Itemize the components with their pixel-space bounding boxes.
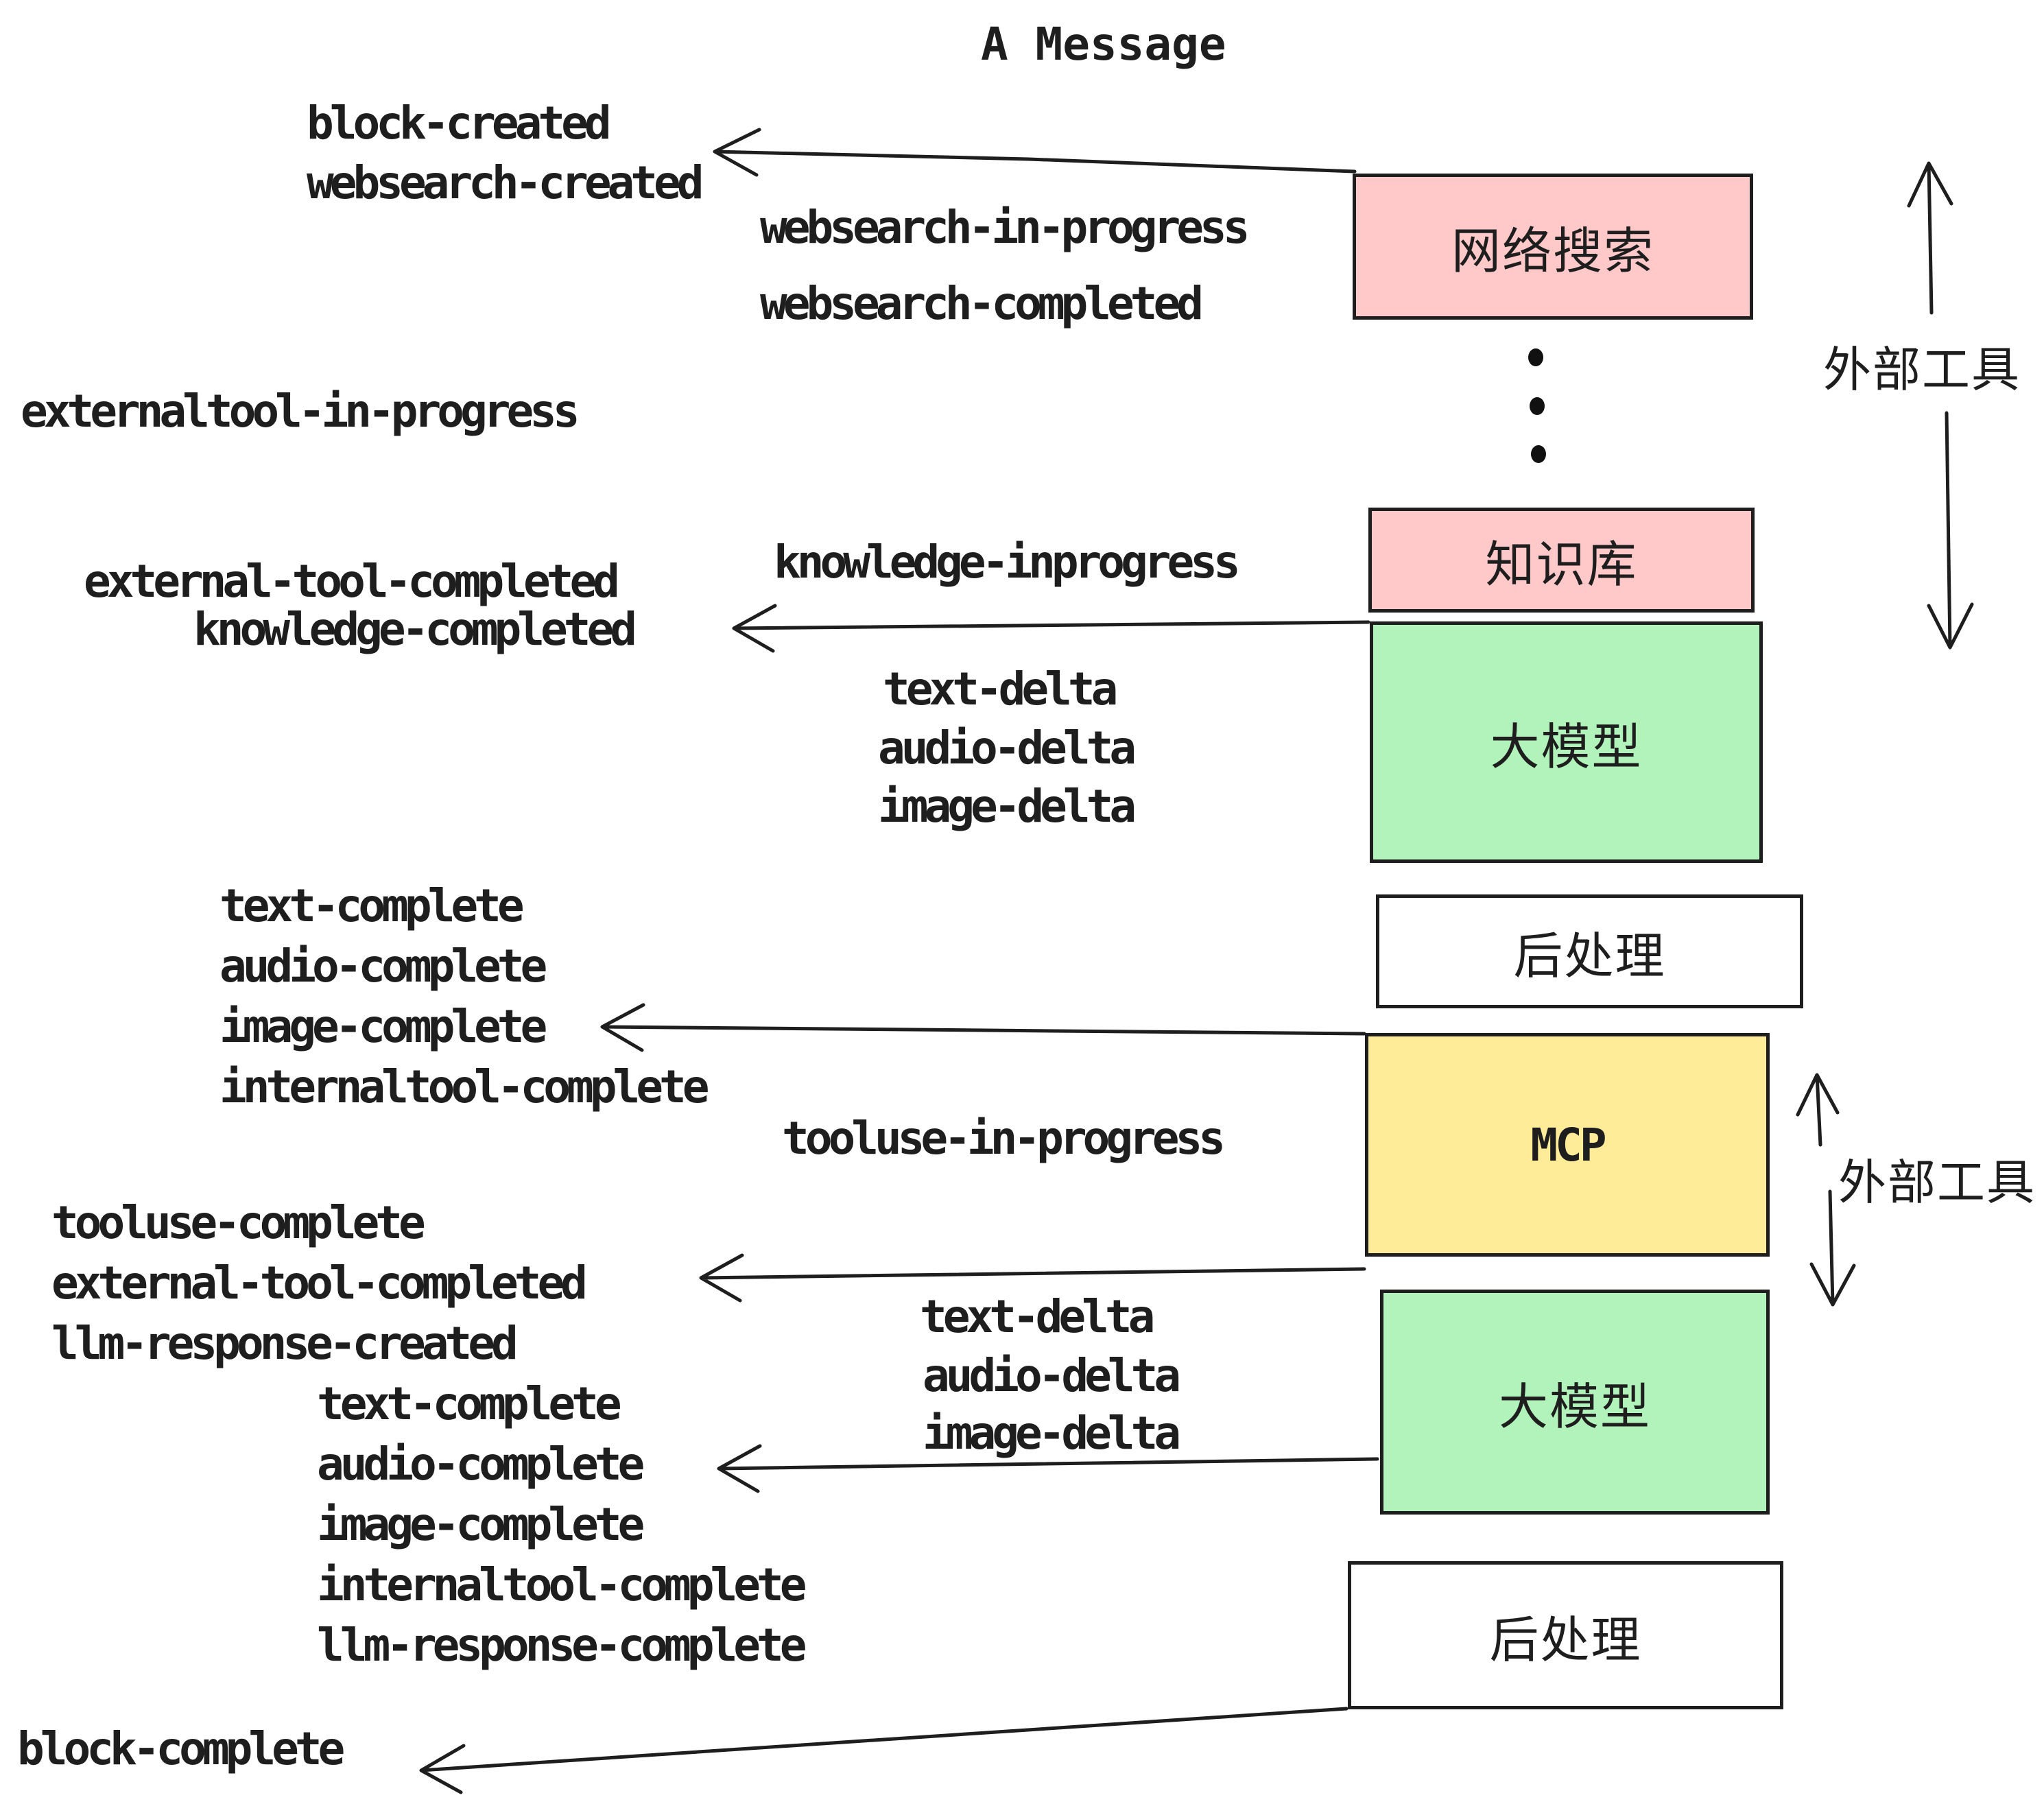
event-tooluse-in-progress: tooluse-in-progress bbox=[782, 1112, 1226, 1165]
event-audio-delta: audio-delta bbox=[878, 722, 1137, 774]
arrow-to-block-complete bbox=[419, 1707, 1348, 1794]
event-block-created: block-created bbox=[307, 97, 612, 150]
event-internaltool-complete: internaltool-complete bbox=[219, 1060, 709, 1113]
event-audio-complete-2: audio-complete bbox=[317, 1438, 645, 1491]
event-external-tool-completed-2: external-tool-completed bbox=[51, 1257, 588, 1309]
event-externaltool-in-progress: externaltool-in-progress bbox=[21, 385, 580, 438]
event-image-complete-2: image-complete bbox=[317, 1498, 645, 1551]
arrow-to-image-complete bbox=[600, 1003, 1366, 1052]
event-image-delta: image-delta bbox=[878, 780, 1137, 833]
box-postprocess-1: 后处理 bbox=[1376, 894, 1803, 1008]
box-llm-2: 大模型 bbox=[1380, 1290, 1770, 1515]
box-postprocess-2: 后处理 bbox=[1348, 1561, 1783, 1709]
event-text-complete: text-complete bbox=[219, 879, 525, 932]
ellipsis-dot bbox=[1528, 348, 1543, 366]
event-internaltool-complete-2: internaltool-complete bbox=[317, 1558, 807, 1611]
event-text-complete-2: text-complete bbox=[317, 1377, 622, 1430]
event-knowledge-completed: knowledge-completed bbox=[193, 603, 637, 656]
event-image-delta-2: image-delta bbox=[923, 1407, 1181, 1460]
arrow-to-block-created bbox=[713, 128, 1357, 177]
event-knowledge-inprogress: knowledge-inprogress bbox=[774, 536, 1241, 589]
external-tools-label-1: 外部工具 bbox=[1823, 342, 2021, 398]
external-tools-arrow-up-2 bbox=[1796, 1073, 1840, 1147]
event-websearch-in-progress: websearch-in-progress bbox=[760, 201, 1250, 254]
event-image-complete: image-complete bbox=[219, 1000, 547, 1053]
box-knowledge: 知识库 bbox=[1368, 508, 1755, 613]
event-block-complete: block-complete bbox=[17, 1722, 345, 1775]
event-text-delta: text-delta bbox=[883, 663, 1118, 715]
event-websearch-created: websearch-created bbox=[307, 156, 704, 209]
arrow-to-knowledge-completed bbox=[732, 604, 1370, 653]
external-tools-arrow-up-1 bbox=[1907, 161, 1953, 315]
ellipsis-dot bbox=[1530, 397, 1545, 415]
event-audio-delta-2: audio-delta bbox=[923, 1349, 1181, 1402]
event-text-delta-2: text-delta bbox=[920, 1290, 1155, 1343]
event-tooluse-complete: tooluse-complete bbox=[51, 1196, 426, 1249]
event-llm-response-created: llm-response-created bbox=[51, 1317, 519, 1370]
event-llm-response-complete: llm-response-complete bbox=[317, 1619, 807, 1672]
event-external-tool-completed: external-tool-completed bbox=[84, 555, 620, 608]
box-mcp: MCP bbox=[1365, 1033, 1770, 1257]
event-audio-complete: audio-complete bbox=[219, 940, 547, 993]
box-llm-1: 大模型 bbox=[1370, 621, 1763, 863]
external-tools-label-2: 外部工具 bbox=[1838, 1154, 2036, 1211]
ellipsis-dot bbox=[1531, 445, 1546, 463]
external-tools-arrow-down-1 bbox=[1927, 411, 1974, 650]
event-websearch-completed: websearch-completed bbox=[760, 277, 1204, 330]
box-websearch: 网络搜索 bbox=[1353, 174, 1753, 320]
diagram-title: A Message bbox=[981, 18, 1226, 71]
